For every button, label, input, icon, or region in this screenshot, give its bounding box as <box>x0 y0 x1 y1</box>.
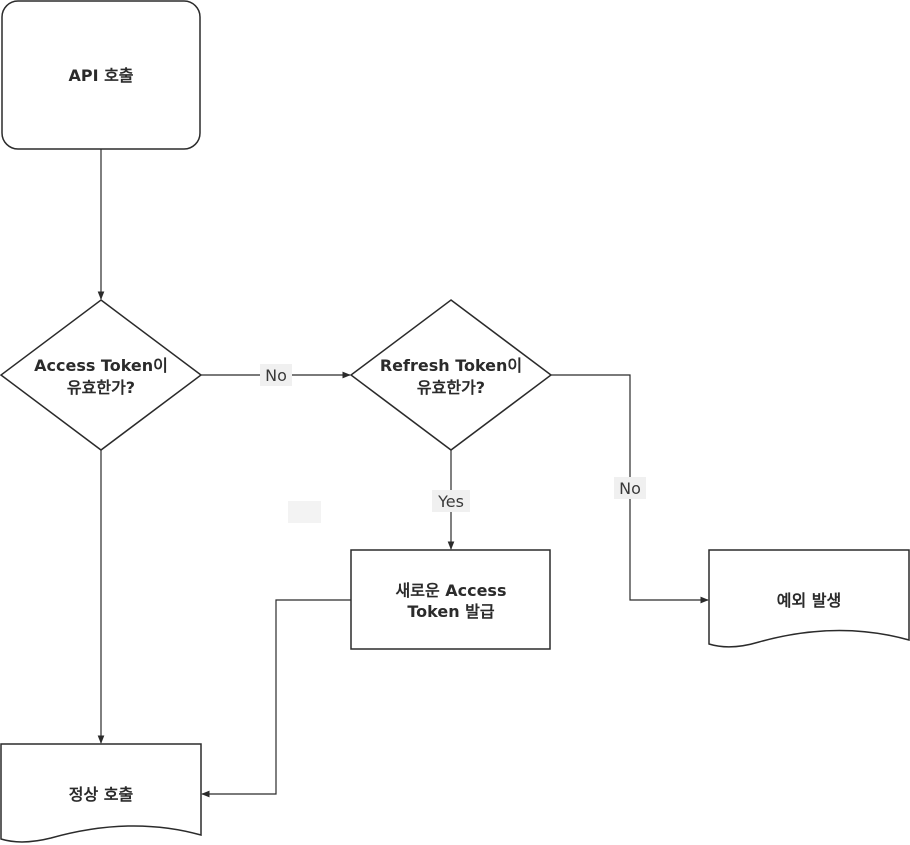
node-api-call: API 호출 <box>1 0 201 150</box>
node-refresh-token-decision-line2: 유효한가? <box>417 378 485 397</box>
stray-label-box <box>288 501 321 523</box>
node-refresh-token-decision: Refresh Token이 유효한가? <box>349 299 553 451</box>
node-normal-call: 정상 호출 <box>0 743 202 843</box>
node-access-token-decision-line2: 유효한가? <box>67 378 135 397</box>
node-normal-call-shape <box>0 743 202 843</box>
edge-label-no-access: No <box>260 364 292 386</box>
node-refresh-token-decision-shape <box>349 299 553 451</box>
edge-label-no-access-text: No <box>265 366 287 385</box>
edge-label-yes-refresh-text: Yes <box>437 492 464 511</box>
node-access-token-decision-line1: Access Token이 <box>34 356 168 375</box>
node-new-access-token: 새로운 Access Token 발급 <box>350 549 551 650</box>
edge-label-yes-refresh: Yes <box>432 490 470 512</box>
node-exception: 예외 발생 <box>708 549 910 648</box>
node-access-token-decision: Access Token이 유효한가? <box>0 299 203 451</box>
edge-new-to-normal <box>201 599 351 798</box>
edge-label-no-refresh: No <box>614 477 646 499</box>
node-new-access-token-line1: 새로운 Access <box>396 581 507 600</box>
node-api-call-label: API 호출 <box>68 66 133 85</box>
node-refresh-token-decision-line1: Refresh Token이 <box>380 356 522 375</box>
node-api-call-shape <box>1 0 201 150</box>
node-new-access-token-shape <box>350 549 551 650</box>
node-access-token-decision-shape <box>0 299 203 451</box>
node-exception-shape <box>708 549 910 648</box>
node-new-access-token-line2: Token 발급 <box>407 602 495 621</box>
node-exception-label: 예외 발생 <box>777 591 841 610</box>
node-normal-call-label: 정상 호출 <box>69 785 134 804</box>
edge-label-no-refresh-text: No <box>619 479 641 498</box>
